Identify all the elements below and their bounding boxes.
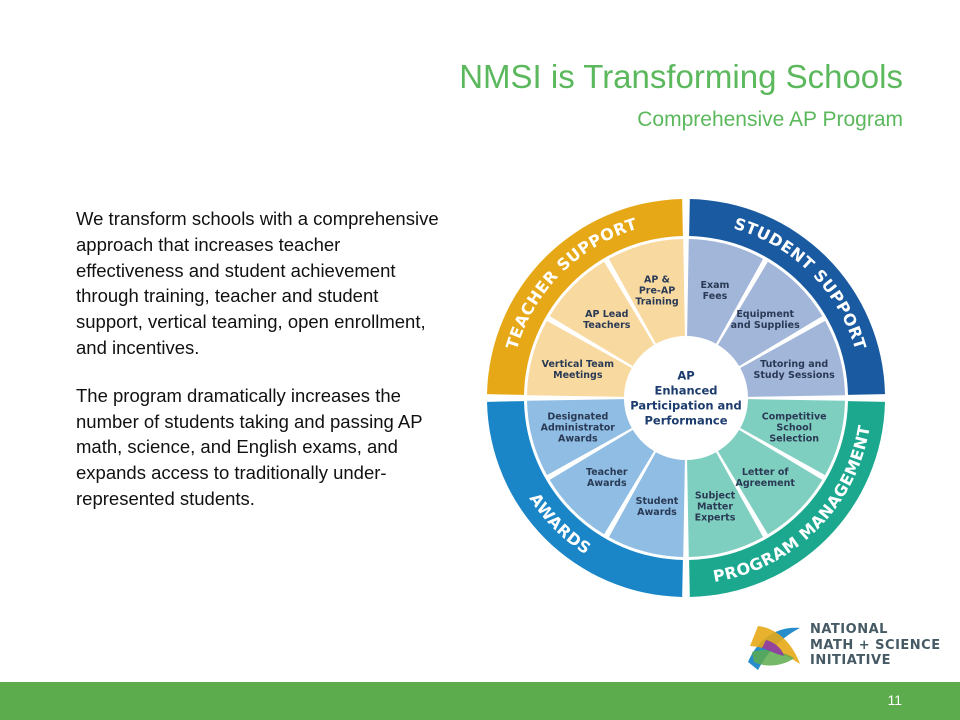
segment-label-line: Subject [695,491,736,502]
quadrant-ring [689,199,885,395]
page-number: 11 [887,692,902,708]
program-segment [717,261,823,367]
segment-label-line: Vertical Team [542,359,614,370]
segment-label-line: Tutoring and [760,359,828,370]
segment-label-line: Awards [558,433,598,444]
quadrant-ring [487,401,683,597]
program-segment [549,261,655,367]
segment-label-line: AP & [644,274,670,285]
slide-subtitle: Comprehensive AP Program [637,108,903,131]
center-circle [625,337,747,459]
segment-label-line: Training [635,296,678,307]
program-segment [717,429,823,535]
program-segment [687,239,764,344]
segment-label-line: Awards [587,478,627,489]
body-paragraph: We transform schools with a comprehensiv… [76,208,439,358]
nmsi-logo-icon [748,626,800,670]
program-segment [608,452,685,557]
center-label-line: AP [677,369,694,383]
logo-line: NATIONAL [810,622,888,637]
segment-label-line: Agreement [736,478,796,489]
segment-label-line: and Supplies [731,320,800,331]
segment-label-line: Designated [547,411,608,422]
segment-label-line: Teachers [583,320,631,331]
program-segment [687,452,764,557]
segment-label-line: Exam [701,280,730,291]
segment-label-line: Pre-AP [639,285,675,296]
slide-title: NMSI is Transforming Schools [459,58,903,95]
segment-label-line: Equipment [736,309,794,320]
logo-line: INITIATIVE [810,653,891,668]
body-paragraph: The program dramatically increases the n… [76,384,423,509]
logo-swoosh-purple [762,640,784,656]
program-segment [740,320,845,397]
segment-label-line: Letter of [742,467,790,478]
segment-label-line: Matter [697,502,733,513]
segment-label-line: Selection [769,433,819,444]
quadrant-ring [487,199,683,395]
body-text: We transform schools with a comprehensiv… [76,206,446,534]
footer-bar: 11 [0,682,960,720]
segment-label-line: Meetings [553,370,603,381]
segment-label-line: Fees [703,291,728,302]
segment-label-line: AP Lead [585,309,628,320]
center-label-line: Participation and [630,399,741,413]
logo-wordmark: NATIONAL MATH + SCIENCE INITIATIVE [810,622,941,669]
segment-label-line: Teacher [586,467,628,478]
center-label-line: Performance [644,414,727,428]
segment-label-line: Student [636,496,679,507]
logo-swoosh-green [752,650,794,666]
segment-label-line: Study Sessions [754,370,836,381]
center-label-line: Enhanced [654,384,717,398]
segment-label-line: Awards [637,507,677,518]
program-segment [608,239,685,344]
segment-label-line: Experts [695,513,736,524]
program-segment [740,399,845,476]
quadrant-ring [689,401,885,597]
program-segment [549,429,655,535]
logo-line: MATH + SCIENCE [810,637,941,653]
segment-label-line: School [776,422,812,433]
program-segment [527,399,632,476]
segment-label-line: Administrator [541,422,616,433]
program-segment [527,320,632,397]
segment-label-line: Competitive [762,411,827,422]
